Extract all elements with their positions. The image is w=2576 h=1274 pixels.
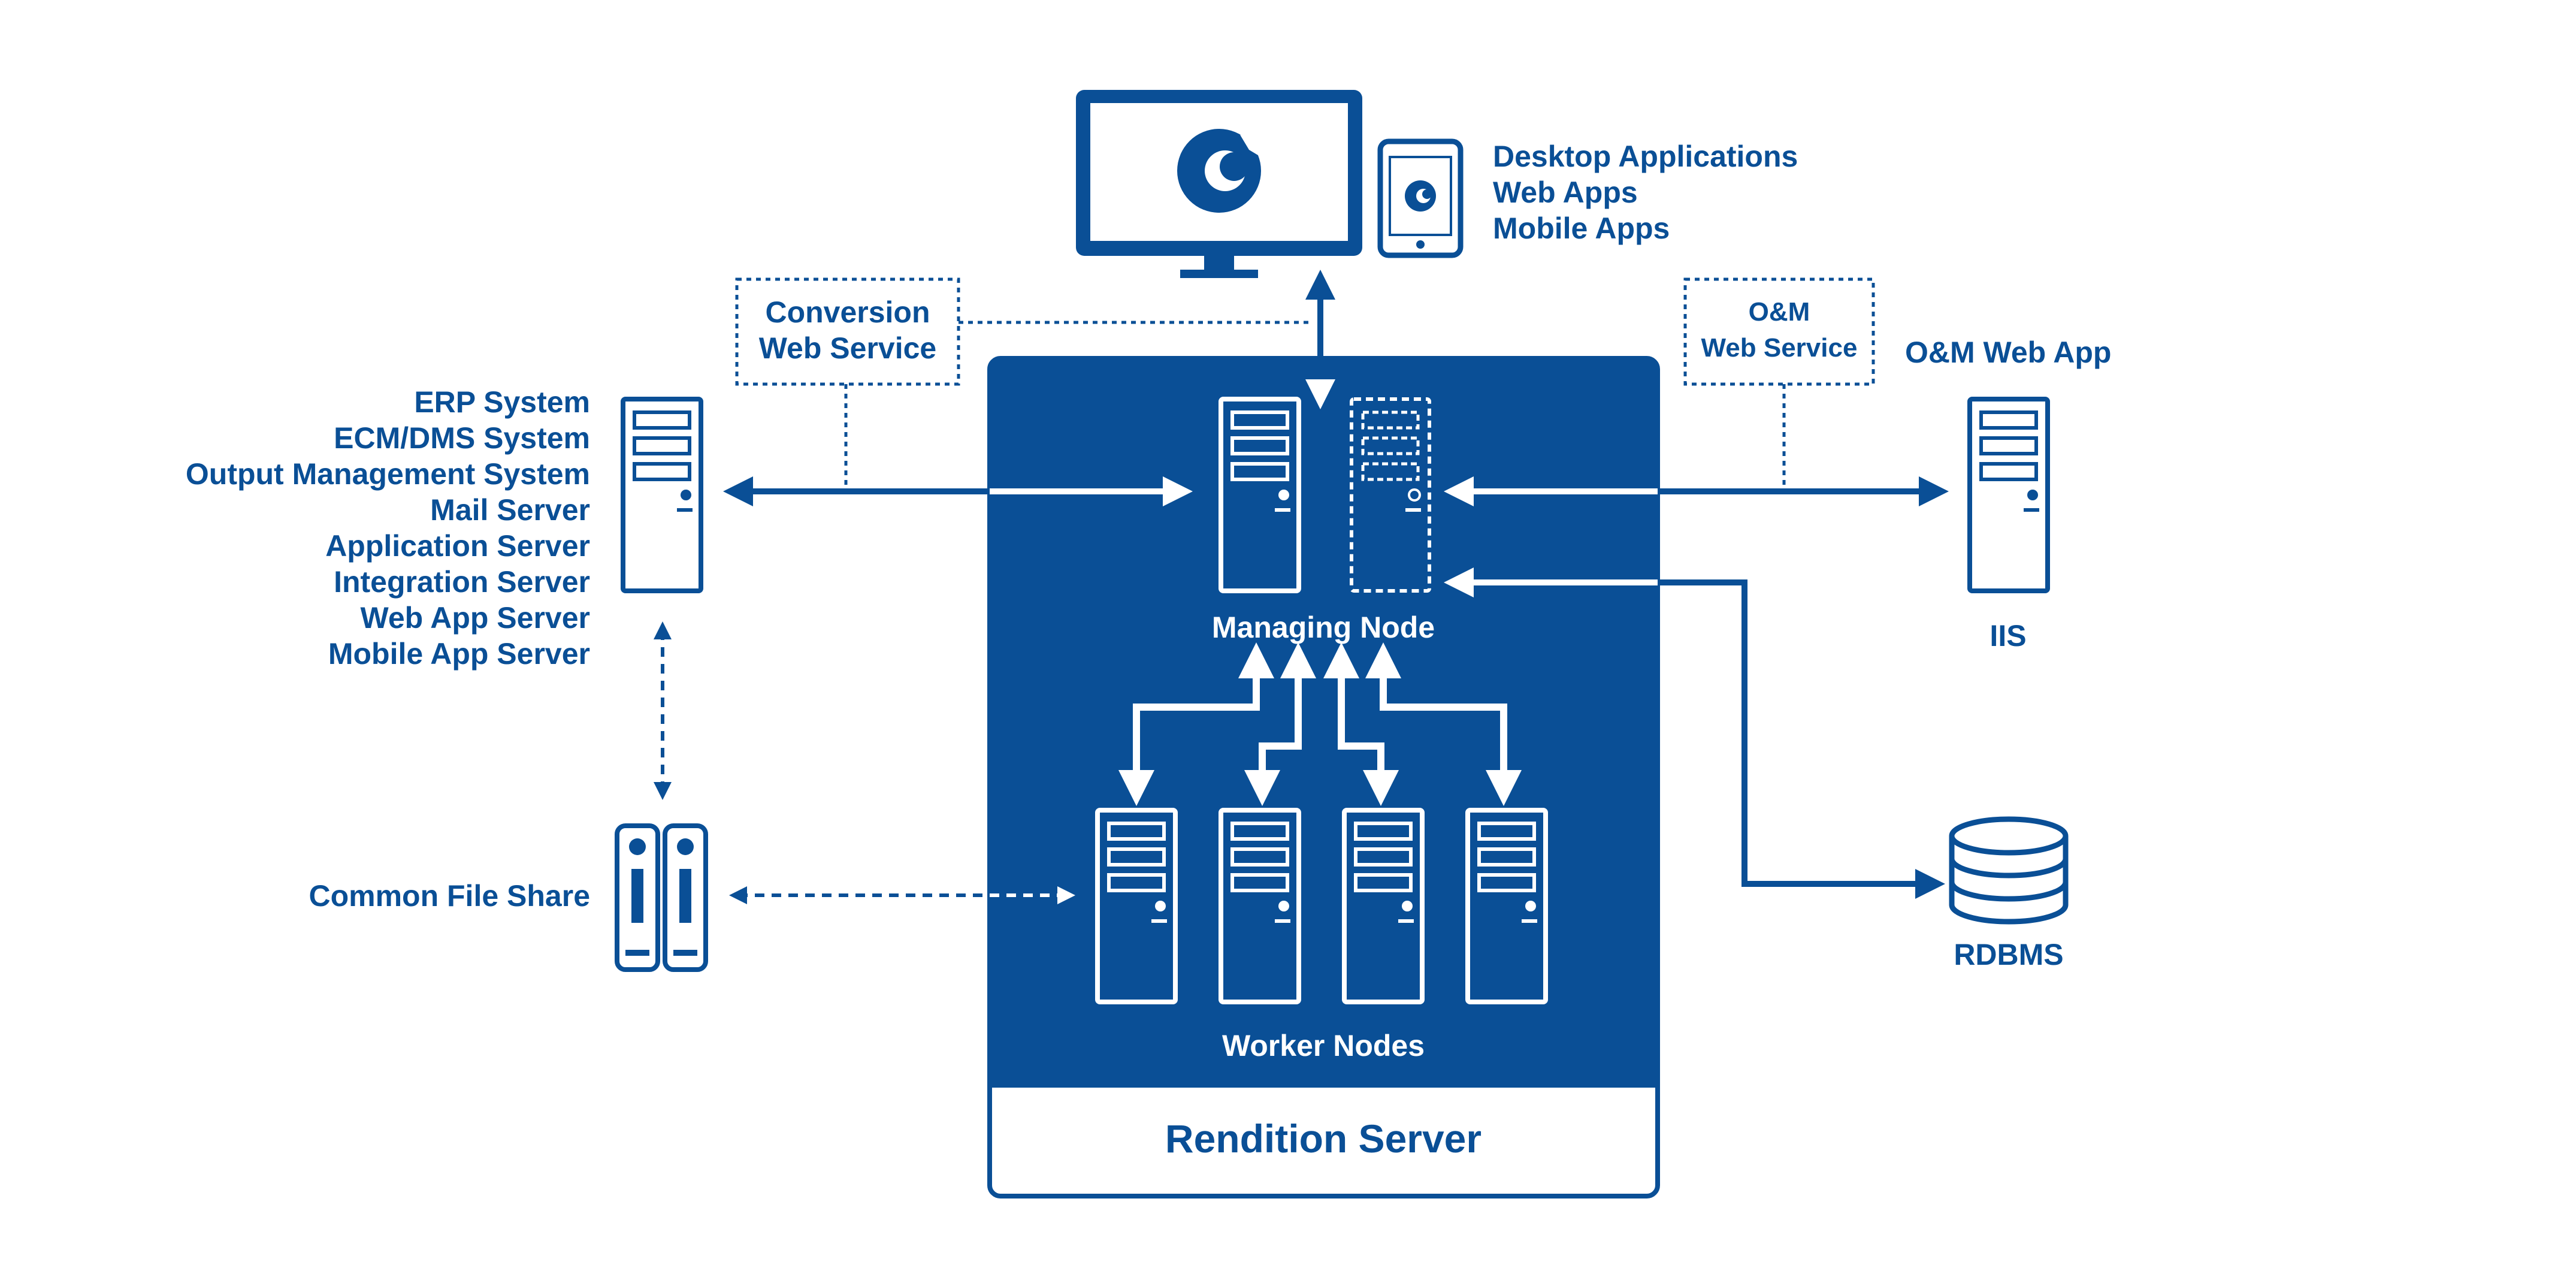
om-web-app-label: O&M Web App [1905, 336, 2111, 369]
left-system-item: Web App Server [361, 601, 590, 635]
left-system-server-icon [621, 397, 703, 593]
om-web-service-line-2: Web Service [1701, 333, 1858, 363]
rendition-server-box [987, 356, 1660, 1198]
worker-node-server-icon [1095, 808, 1178, 1004]
arrow-managing-worker-4 [1365, 642, 1522, 806]
file-share-icon [615, 823, 708, 972]
om-web-service-line-1: O&M [1749, 297, 1810, 327]
arrow-managing-worker-2 [1244, 642, 1316, 806]
managing-worker-arrows [1118, 642, 1522, 806]
managing-node-label: Managing Node [1212, 611, 1435, 644]
clients-label-line-3: Mobile Apps [1493, 212, 1670, 245]
left-system-item: Application Server [325, 529, 590, 563]
left-system-item: Mail Server [430, 493, 590, 527]
left-system-item: Integration Server [334, 565, 590, 599]
rdbms-label: RDBMS [1954, 938, 2063, 971]
left-system-item: ERP System [414, 385, 590, 419]
managing-node-server-icon [1219, 397, 1301, 593]
monitor-icon [1076, 90, 1362, 278]
foxit-logo-icon [1177, 129, 1261, 213]
managing-node-standby-server-icon [1350, 397, 1431, 593]
iis-label: IIS [1990, 619, 2026, 653]
om-web-service-box: O&M Web Service [1683, 277, 1875, 386]
rendition-server-title: Rendition Server [1165, 1116, 1481, 1161]
clients-label-line-2: Web Apps [1493, 176, 1638, 209]
arrow-managing-rdbms [1658, 579, 1945, 899]
conversion-web-service-box: Conversion Web Service [735, 277, 960, 386]
tablet-icon [1377, 138, 1464, 258]
database-icon [1949, 816, 2069, 925]
worker-node-server-icon [1219, 808, 1301, 1004]
left-system-item: Output Management System [186, 457, 590, 491]
file-share-label: Common File Share [309, 879, 590, 913]
left-system-item: Mobile App Server [328, 637, 590, 671]
iis-server-icon [1967, 397, 2050, 593]
conversion-web-service-line-2: Web Service [759, 331, 936, 365]
left-systems-list: ERP System ECM/DMS System Output Managem… [186, 385, 590, 671]
worker-node-server-icon [1465, 808, 1548, 1004]
left-system-item: ECM/DMS System [334, 421, 590, 455]
worker-node-server-icon [1342, 808, 1425, 1004]
clients-label: Desktop Applications Web Apps Mobile App… [1493, 140, 1798, 245]
conversion-web-service-line-1: Conversion [765, 295, 930, 329]
worker-nodes-label: Worker Nodes [1222, 1029, 1425, 1062]
clients-label-line-1: Desktop Applications [1493, 140, 1798, 173]
